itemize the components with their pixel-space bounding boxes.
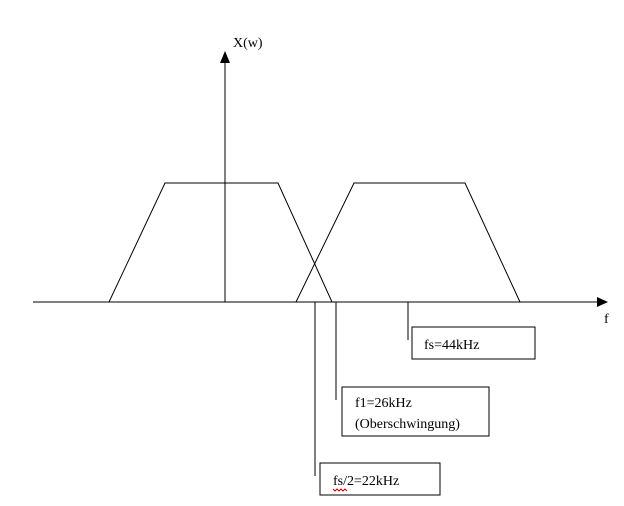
- mirrored-spectrum: [295, 182, 521, 303]
- f1-label-line1: f1=26kHz: [355, 396, 412, 411]
- fs-half-label: fs/2=22kHz: [333, 474, 399, 489]
- f1-label-box: [341, 386, 490, 437]
- frequency-axis-label: f: [604, 312, 609, 327]
- f1-label-line2: (Oberschwingung): [355, 417, 460, 432]
- baseband-spectrum: [108, 182, 333, 303]
- spellcheck-underline: [332, 488, 348, 492]
- amplitude-axis-arrow: [220, 51, 230, 63]
- fs-label-box: [411, 326, 536, 360]
- fs-label: fs=44kHz: [424, 338, 479, 353]
- amplitude-axis-label: X(w): [233, 36, 263, 51]
- frequency-axis-arrow: [597, 297, 608, 307]
